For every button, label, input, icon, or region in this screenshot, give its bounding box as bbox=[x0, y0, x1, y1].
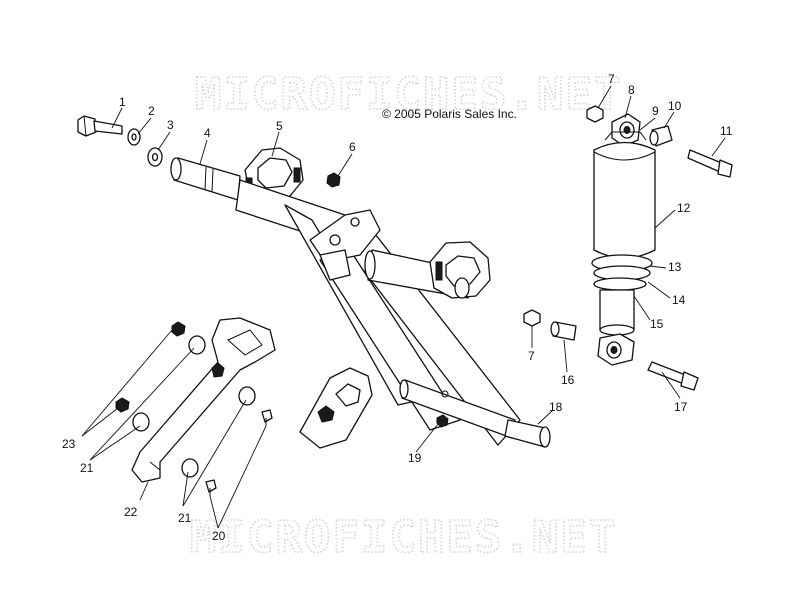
callout-8: 8 bbox=[628, 83, 635, 97]
callout-16: 16 bbox=[561, 373, 575, 387]
bracket-clamp bbox=[299, 367, 373, 449]
callout-10: 10 bbox=[668, 99, 682, 113]
part-19-nut bbox=[436, 414, 449, 428]
swing-arm bbox=[235, 179, 521, 446]
callout-12: 12 bbox=[677, 201, 691, 215]
callout-14: 14 bbox=[672, 293, 686, 307]
callout-18: 18 bbox=[549, 400, 563, 414]
part-1-bolt bbox=[77, 115, 123, 137]
leader-lines bbox=[81, 85, 726, 529]
part-6-bolt bbox=[326, 172, 341, 188]
callout-3: 3 bbox=[167, 118, 174, 132]
callout-11: 11 bbox=[720, 124, 733, 138]
part-23-nuts bbox=[115, 321, 186, 413]
callout-5: 5 bbox=[276, 119, 283, 133]
callout-7-top: 7 bbox=[608, 72, 615, 86]
part-16-bushing bbox=[550, 321, 577, 341]
callout-15: 15 bbox=[650, 317, 664, 331]
part-4-tube bbox=[170, 157, 241, 201]
watermark-top: MICROFICHES.NET bbox=[195, 69, 622, 120]
callout-1: 1 bbox=[119, 95, 126, 109]
part-13-14-rings bbox=[591, 254, 653, 291]
part-7b-nut bbox=[523, 309, 541, 327]
part-2-washer bbox=[127, 128, 141, 146]
callout-21-bottom: 21 bbox=[178, 511, 192, 525]
callout-22: 22 bbox=[124, 505, 138, 519]
callout-6: 6 bbox=[349, 140, 356, 154]
part-5-clamp-right bbox=[429, 241, 491, 299]
part-10-bushing bbox=[649, 125, 673, 147]
callout-2: 2 bbox=[148, 104, 155, 118]
callout-13: 13 bbox=[668, 260, 682, 274]
copyright-text: © 2005 Polaris Sales Inc. bbox=[382, 107, 517, 121]
part-20-bolts bbox=[205, 409, 273, 496]
callout-9: 9 bbox=[652, 104, 659, 118]
part-3-washer bbox=[147, 147, 163, 167]
callout-7-bottom: 7 bbox=[528, 349, 535, 363]
callout-20: 20 bbox=[212, 529, 226, 543]
callouts: 1 2 3 4 5 6 7 8 9 10 11 12 13 14 15 7 16… bbox=[62, 72, 733, 543]
callout-21-left: 21 bbox=[80, 461, 94, 475]
watermark-bottom: MICROFICHES.NET bbox=[190, 512, 617, 563]
part-8-shock-eye bbox=[611, 113, 641, 147]
callout-17: 17 bbox=[674, 400, 688, 414]
callout-19: 19 bbox=[408, 451, 422, 465]
part-15-shock-lower bbox=[597, 289, 635, 366]
part-11-bolt bbox=[687, 149, 733, 178]
part-17-bolt bbox=[647, 361, 699, 391]
part-21-washers bbox=[132, 335, 256, 478]
callout-4: 4 bbox=[204, 126, 211, 140]
part-7-nut bbox=[586, 105, 604, 123]
callout-23: 23 bbox=[62, 437, 76, 451]
part-18-tube-end bbox=[504, 419, 551, 448]
part-22-link bbox=[131, 317, 276, 483]
part-12-shock-body bbox=[593, 131, 656, 259]
